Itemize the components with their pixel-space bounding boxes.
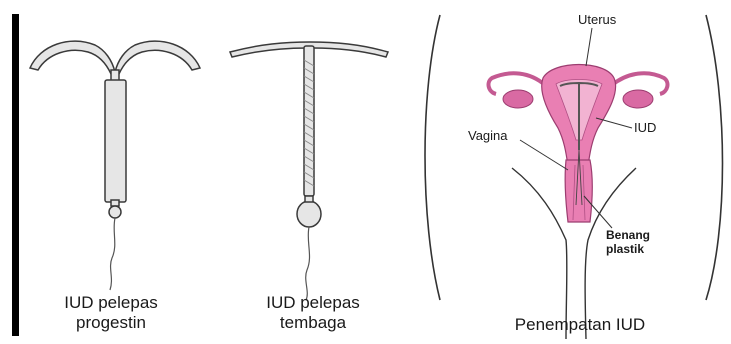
copper-iud-neck: [305, 196, 313, 202]
pelvis-line-left: [512, 168, 567, 339]
progestin-iud-string: [110, 218, 115, 290]
ovary-left: [503, 90, 533, 108]
copper-iud-caption-line2: tembaga: [248, 313, 378, 333]
copper-iud-caption-line1: IUD pelepas: [248, 293, 378, 313]
progestin-iud: [30, 41, 200, 218]
placement-caption: Penempatan IUD: [490, 315, 670, 335]
leader-vagina: [520, 140, 568, 170]
vagina: [565, 160, 592, 222]
iud-label: IUD: [634, 120, 656, 135]
progestin-iud-cylinder: [105, 80, 126, 202]
string-label: Benang plastik: [606, 228, 650, 256]
progestin-iud-arm-left: [30, 41, 115, 74]
ovary-right: [623, 90, 653, 108]
progestin-iud-caption-line2: progestin: [46, 313, 176, 333]
progestin-iud-caption: IUD pelepas progestin: [46, 293, 176, 333]
uterus-label: Uterus: [578, 12, 616, 27]
progestin-iud-arm-right: [115, 41, 200, 74]
left-edge-bar: [12, 14, 19, 336]
copper-iud-string: [306, 227, 310, 300]
copper-iud-bulb: [297, 201, 321, 227]
copper-iud-caption: IUD pelepas tembaga: [248, 293, 378, 333]
progestin-iud-caption-line1: IUD pelepas: [46, 293, 176, 313]
body-outline-left: [425, 15, 440, 300]
body-outline-right: [706, 15, 723, 300]
vagina-label: Vagina: [468, 128, 508, 143]
progestin-iud-bead: [109, 206, 121, 218]
leader-uterus: [586, 28, 592, 66]
progestin-iud-stem-bottom: [111, 200, 119, 206]
string-label-line1: Benang: [606, 228, 650, 242]
string-label-line2: plastik: [606, 242, 650, 256]
